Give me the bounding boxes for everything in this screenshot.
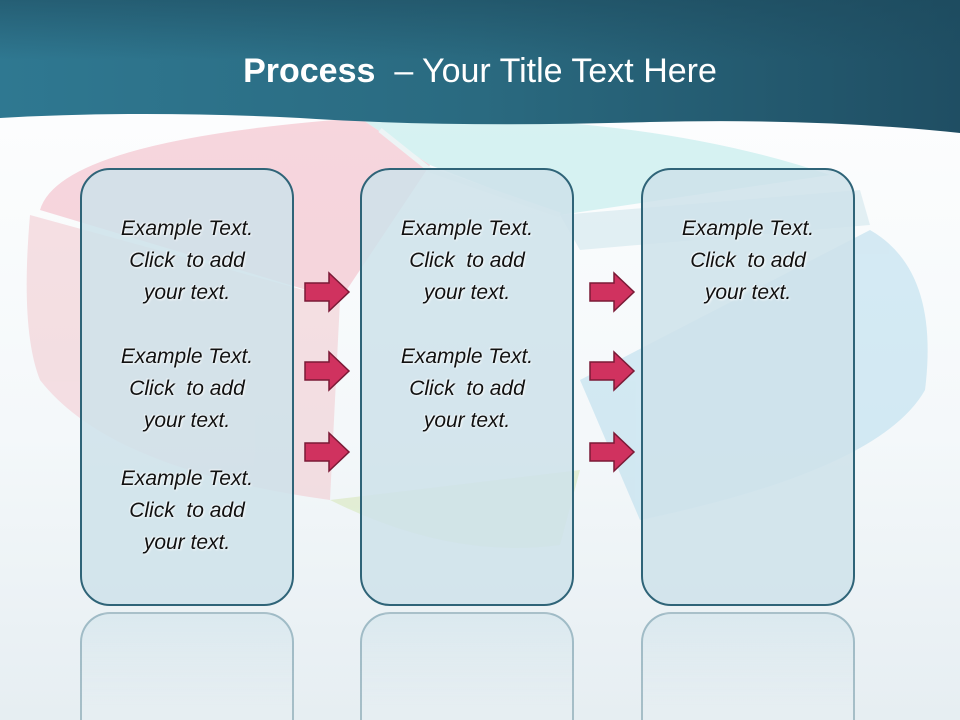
process-box-1[interactable]: Example Text. Click to add your text. Ex… (80, 168, 294, 606)
text-line: Example Text. (400, 217, 534, 240)
text-line: Click to add (409, 377, 525, 400)
text-line: Example Text. (681, 217, 815, 240)
text-line: Example Text. (120, 345, 254, 368)
text-line: Click to add (690, 249, 806, 272)
text-item[interactable]: Example Text. Click to add your text. (643, 213, 853, 309)
text-item[interactable]: Example Text. Click to add your text. (82, 213, 292, 309)
page-title: Process – Your Title Text Here (0, 52, 960, 91)
title-rest: – Your Title Text Here (375, 52, 717, 90)
text-line: Example Text. (400, 345, 534, 368)
box-reflection (80, 612, 294, 720)
arrow-right-icon (304, 271, 351, 313)
text-line: Click to add (129, 377, 245, 400)
text-line: Click to add (129, 249, 245, 272)
text-line: your text. (143, 531, 231, 554)
arrow-right-icon (589, 431, 636, 473)
text-line: your text. (143, 281, 231, 304)
arrow-right-icon (304, 350, 351, 392)
title-main: Process (243, 52, 376, 90)
text-item[interactable]: Example Text. Click to add your text. (82, 463, 292, 559)
text-line: your text. (423, 409, 511, 432)
arrow-right-icon (304, 431, 351, 473)
text-line: your text. (704, 281, 792, 304)
text-line: Example Text. (120, 217, 254, 240)
box-reflection (641, 612, 855, 720)
arrow-right-icon (589, 350, 636, 392)
text-line: Example Text. (120, 467, 254, 490)
process-box-2[interactable]: Example Text. Click to add your text. Ex… (360, 168, 574, 606)
text-item[interactable]: Example Text. Click to add your text. (362, 213, 572, 309)
text-line: your text. (423, 281, 511, 304)
arrow-right-icon (589, 271, 636, 313)
text-line: your text. (143, 409, 231, 432)
text-line: Click to add (129, 499, 245, 522)
text-item[interactable]: Example Text. Click to add your text. (82, 341, 292, 437)
process-box-3[interactable]: Example Text. Click to add your text. (641, 168, 855, 606)
text-line: Click to add (409, 249, 525, 272)
text-item[interactable]: Example Text. Click to add your text. (362, 341, 572, 437)
box-reflection (360, 612, 574, 720)
